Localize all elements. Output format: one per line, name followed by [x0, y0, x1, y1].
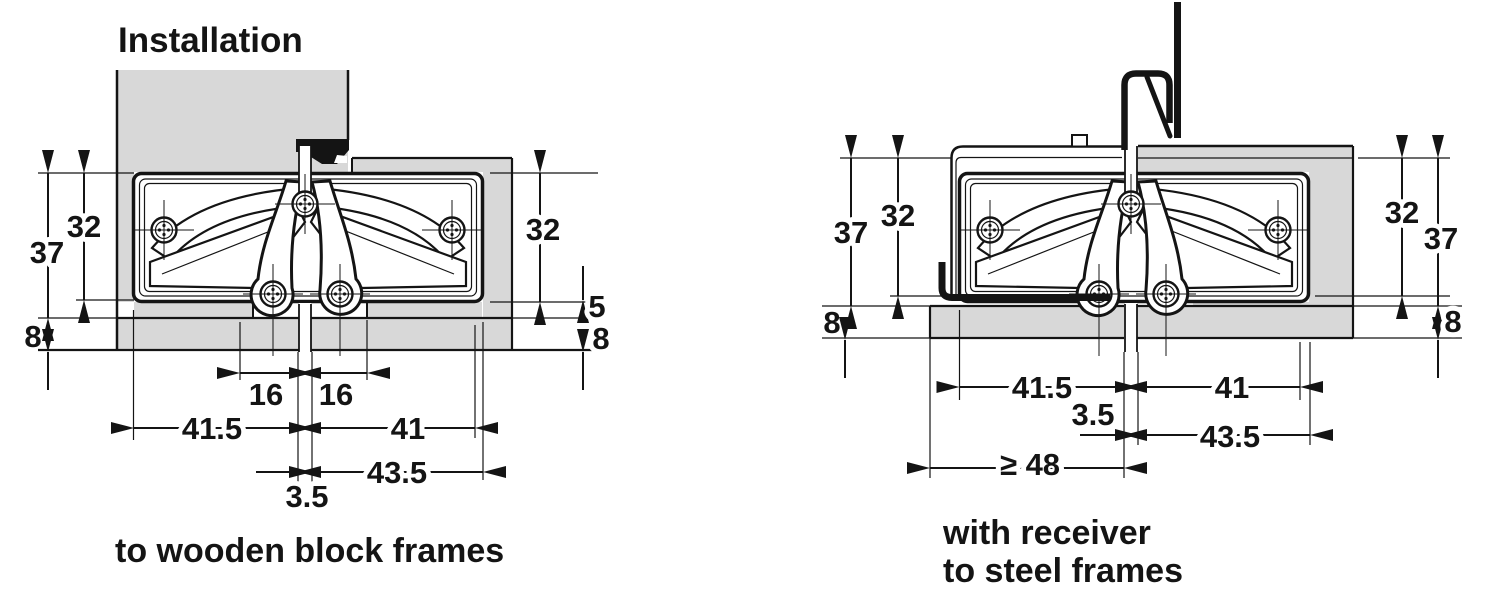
steel-angle-profile: [938, 262, 1110, 301]
dim-frame-face-8: 8: [24, 319, 41, 354]
dim-door-total-43-5-right: 43.5: [1200, 419, 1260, 454]
dim-gap-3-5: 3.5: [285, 479, 328, 514]
dim-datum-dot: [578, 313, 588, 323]
dim-door-face-8-right: 8: [1444, 304, 1461, 339]
dim-door-cup-41-right: 41: [1215, 370, 1249, 405]
dim-door-depth-37-right: 37: [1424, 221, 1458, 256]
dim-min-frame-48: ≥ 48: [1000, 447, 1060, 482]
dim-frame-depth-32: 32: [67, 209, 101, 244]
dim-frame-cup-41-5-right: 41.5: [1012, 370, 1072, 405]
right-caption-line1: with receiver: [942, 514, 1151, 552]
dim-door-face-8: 8: [592, 321, 609, 356]
dim-axis-5: 5: [588, 289, 605, 324]
dim-screw-16-door: 16: [319, 377, 353, 412]
right-caption-line2: to steel frames: [943, 552, 1183, 590]
dim-frame-face-8-right: 8: [823, 305, 840, 340]
dim-frame-depth-37-right: 37: [834, 215, 868, 250]
dim-frame-depth-32-right: 32: [881, 198, 915, 233]
dim-frame-depth-37: 37: [30, 235, 64, 270]
page-title: Installation: [118, 21, 303, 60]
dim-gap-3-5-right: 3.5: [1071, 397, 1114, 432]
receiver-clip: [1071, 134, 1088, 148]
dim-door-cup-41: 41: [391, 411, 425, 446]
right-diagram-steel-frame: 37 32 8 32 37 8 41.5 41 3.5 43.5 ≥ 48 wi…: [822, 2, 1467, 590]
door-stop-seal: [296, 139, 349, 164]
dim-door-depth-32: 32: [526, 212, 560, 247]
dim-door-total-43-5: 43.5: [367, 455, 427, 490]
dim-door-depth-32-right: 32: [1385, 195, 1419, 230]
left-diagram-wooden-block-frame: Installation 37 32 8 32: [24, 21, 614, 570]
left-caption: to wooden block frames: [115, 532, 504, 570]
hinge-receiver: [950, 145, 1122, 300]
dim-screw-16-frame: 16: [249, 377, 283, 412]
frame-seal: [1144, 74, 1173, 139]
steel-frame-fold: [1121, 70, 1173, 150]
dim-frame-cup-41-5: 41.5: [182, 411, 242, 446]
